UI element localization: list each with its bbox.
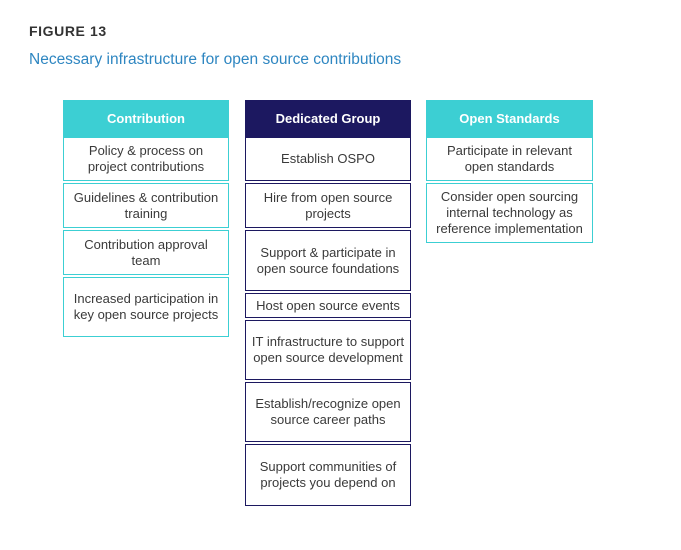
dedicated-group-item: Host open source events (245, 293, 411, 318)
contribution-item: Guidelines & contribution training (63, 183, 229, 228)
contribution-header: Contribution (63, 100, 229, 137)
dedicated-group-column: Dedicated Group Establish OSPO Hire from… (245, 100, 411, 506)
dedicated-group-item: IT infrastructure to support open source… (245, 320, 411, 380)
dedicated-group-header: Dedicated Group (245, 100, 411, 137)
contribution-item: Policy & process on project contribution… (63, 137, 229, 181)
dedicated-group-item: Support & participate in open source fou… (245, 230, 411, 291)
open-standards-item: Participate in relevant open standards (426, 137, 593, 181)
dedicated-group-item: Establish/recognize open source career p… (245, 382, 411, 442)
dedicated-group-item: Support communities of projects you depe… (245, 444, 411, 506)
contribution-column: Contribution Policy & process on project… (63, 100, 229, 337)
contribution-item: Contribution approval team (63, 230, 229, 275)
contribution-item: Increased participation in key open sour… (63, 277, 229, 337)
figure-label: FIGURE 13 (29, 23, 107, 39)
open-standards-item: Consider open sourcing internal technolo… (426, 183, 593, 243)
dedicated-group-item: Establish OSPO (245, 137, 411, 181)
figure-title: Necessary infrastructure for open source… (29, 51, 402, 68)
open-standards-header: Open Standards (426, 100, 593, 137)
dedicated-group-item: Hire from open source projects (245, 183, 411, 228)
open-standards-column: Open Standards Participate in relevant o… (426, 100, 593, 243)
